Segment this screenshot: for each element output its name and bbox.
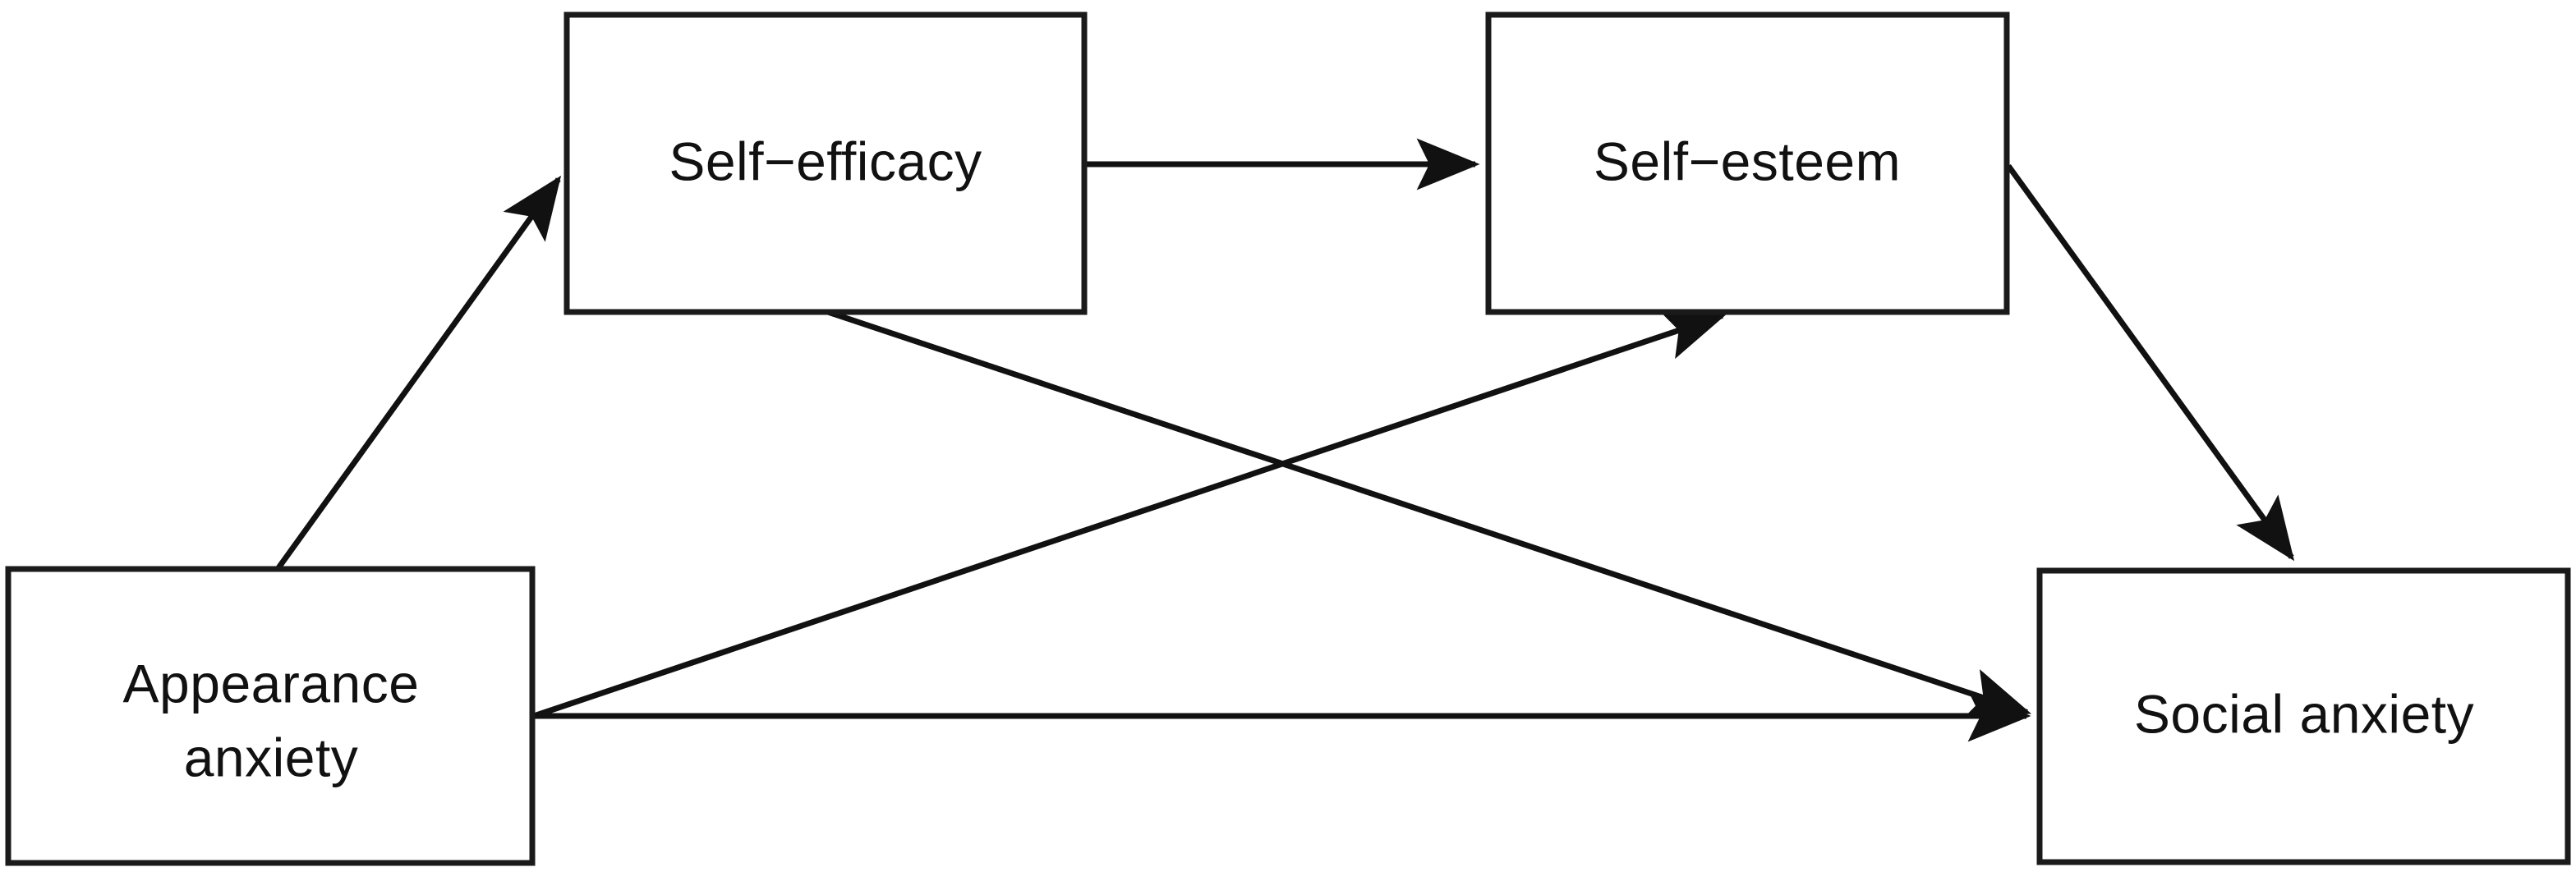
node-self-esteem-label: Self−esteem xyxy=(1594,131,1901,191)
node-self-efficacy[interactable]: Self−efficacy xyxy=(564,11,1088,315)
node-social-anxiety-label: Social anxiety xyxy=(2134,683,2474,744)
node-appearance-anxiety-label-line1: Appearance xyxy=(123,653,420,714)
nodes-group: Self−efficacy Self−esteem Appearance anx… xyxy=(5,11,2571,866)
node-social-anxiety[interactable]: Social anxiety xyxy=(2036,567,2571,865)
node-self-efficacy-box[interactable] xyxy=(564,11,1088,315)
edge-self-efficacy-to-social-anxiety xyxy=(826,309,2032,718)
edge-appearance-anxiety-to-self-esteem xyxy=(532,310,1727,719)
node-appearance-anxiety[interactable]: Appearance anxiety xyxy=(5,566,536,866)
node-social-anxiety-box[interactable] xyxy=(2036,567,2571,865)
edge-appearance-anxiety-to-self-efficacy xyxy=(275,175,562,571)
edges-group xyxy=(275,138,2295,742)
node-appearance-anxiety-box[interactable] xyxy=(5,566,536,866)
node-self-efficacy-label: Self−efficacy xyxy=(669,131,982,191)
node-self-esteem-box[interactable] xyxy=(1485,11,2010,315)
node-appearance-anxiety-label-line2: anxiety xyxy=(184,727,359,787)
node-self-esteem[interactable]: Self−esteem xyxy=(1485,11,2010,315)
edge-self-esteem-to-social-anxiety xyxy=(2006,163,2295,562)
